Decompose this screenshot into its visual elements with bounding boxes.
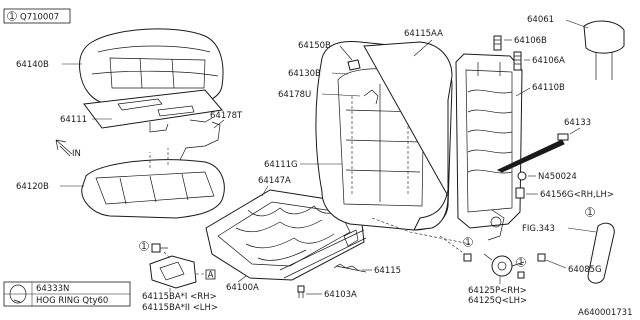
label-64100A: 64100A [226,283,259,293]
svg-text:1: 1 [141,242,146,252]
cushion-trim-cover [149,255,197,289]
diagram-id: A640001731 [578,308,633,318]
headrest [583,20,625,80]
label-64115: 64115 [374,266,401,276]
side-cover-fig343: 1 [585,207,615,284]
label-64133: 64133 [564,118,591,128]
cushion-frame [205,189,367,281]
label-FIG343: FIG.343 [522,224,555,234]
strap-64133 [496,133,569,173]
recliner-64125 [483,253,525,277]
ref-a-trim: A [205,269,216,281]
label-64115AA: 64115AA [404,29,443,39]
label-64156G: 64156G<RH,LH> [540,190,614,200]
cushion-heater-sheet [83,89,223,133]
bolt-64103A [297,285,305,298]
screw-recliner-right: 1 [516,257,526,279]
label-64125Q: 64125Q<LH> [468,296,527,306]
label-64125P: 64125P<RH> [468,286,527,296]
header-circled-number: 1 [9,12,14,22]
svg-text:A: A [208,271,214,281]
label-64120B: 64120B [16,182,49,192]
circled-reference-icon: 1 [139,241,149,252]
backrest-cover [363,41,453,231]
label-64111G: 64111G [264,160,298,170]
bracket-64156G [515,187,525,199]
label-64106B: 64106B [514,36,547,46]
headrest-guide-64106B [493,35,502,51]
legend-description: HOG RING Qty60 [36,296,108,306]
label-64147A: 64147A [258,176,291,186]
cushion-cover [79,28,224,107]
label-64106A: 64106A [532,56,565,66]
screw-recliner-left: 1 [463,237,473,262]
legend-part-number: 64333N [36,284,69,294]
label-64111: 64111 [60,115,87,125]
label-64061: 64061 [527,15,554,25]
cushion-pad [81,148,225,219]
svg-text:1: 1 [518,258,523,268]
nut-N450024 [517,171,527,181]
cable-64115 [333,263,367,273]
label-64103A: 64103A [324,290,357,300]
svg-text:1: 1 [587,208,592,218]
svg-text:1: 1 [465,238,470,248]
label-64140B: 64140B [16,60,49,70]
label-N450024: N450024 [538,172,577,182]
hog-ring-icon [9,284,27,304]
direction-arrow-icon [55,139,73,157]
headrest-guide-64106A [513,51,522,71]
label-64150B: 64150B [298,41,331,51]
direction-label: IN [72,149,81,159]
header-ref: 1 Q710007 [3,8,71,24]
label-64085G: 64085G [568,265,602,275]
label-64130B: 64130B [288,69,321,79]
label-64178U: 64178U [278,90,311,100]
hog-ring-legend: 64333N HOG RING Qty60 [3,281,131,307]
label-64115BA-RH: 64115BA*I <RH> [142,292,217,302]
screw-64085G [537,253,546,262]
backrest-frame [455,53,523,241]
label-64178T: 64178T [210,111,243,121]
harness-64178U [363,89,379,105]
label-64110B: 64110B [532,83,565,93]
header-code: Q710007 [20,13,59,23]
screw-cushion-trim [151,243,168,253]
clip-64150B [347,59,361,71]
label-64115BA-LH: 64115BA*II <LH> [142,303,218,313]
